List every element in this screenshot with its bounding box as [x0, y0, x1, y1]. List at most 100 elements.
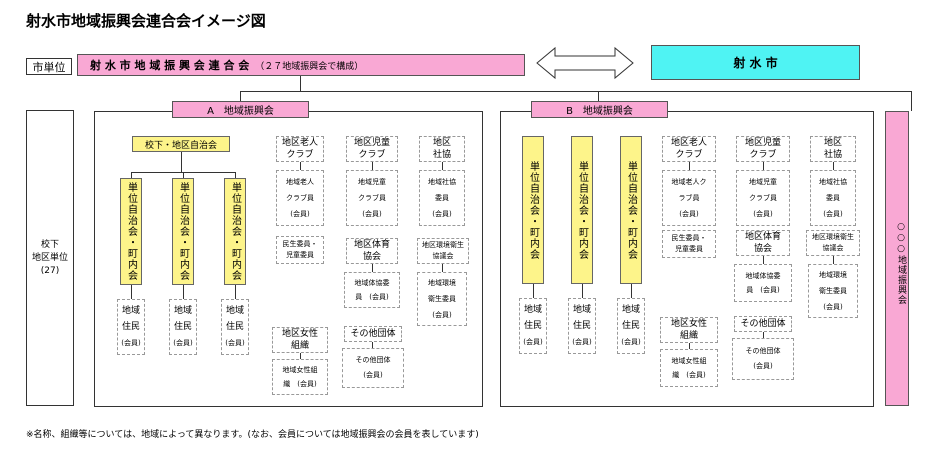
org-member-line: (会員) — [363, 371, 383, 379]
org-head-line: 地区老人 — [670, 138, 707, 148]
org-member-line: 地域女性組 — [671, 357, 707, 365]
org-member-line: クラブ員 — [749, 194, 777, 202]
connector-line — [833, 162, 834, 170]
org-member-line: (会員) — [679, 210, 699, 218]
city-level-label: 市単位 — [26, 58, 72, 75]
org-head-line: 協会 — [753, 244, 772, 254]
org-member-line: 地域体協委 — [354, 279, 390, 287]
org-head-line: クラブ — [675, 150, 703, 160]
org-member-line: 織 (会員) — [283, 380, 317, 388]
other-groups-head-b: その他団体 — [734, 316, 792, 332]
org-member-line: クラブ員 — [358, 194, 386, 202]
connector-line — [372, 162, 373, 170]
connector-line — [833, 256, 834, 264]
connector-line — [372, 264, 373, 272]
residents-line: (会員) — [572, 338, 592, 346]
residents-a1: 地域 住民 (会員) — [117, 299, 145, 355]
panel-b-title: B 地域振興会 — [531, 101, 668, 118]
org-head-line: クラブ — [358, 150, 386, 160]
org-member-line: 地域女性組 — [282, 366, 318, 374]
senior-club-member-b: 地域老人ク ラブ員 (会員) — [662, 170, 716, 226]
connector-line — [131, 285, 132, 299]
children-club-head-a: 地区児童 クラブ — [346, 136, 398, 162]
residents-line: (会員) — [523, 338, 543, 346]
residents-line: 地域 — [173, 306, 192, 316]
org-member-line: 地域社協 — [819, 178, 847, 186]
environment-council-member-b: 地域環境 衛生委員 (会員) — [808, 264, 858, 318]
residents-b2: 地域 住民 (会員) — [568, 298, 596, 354]
environment-council-head-a: 地区環境衛生 協議会 — [417, 238, 469, 264]
other-association-box: ○○○地域振興会 — [885, 111, 909, 406]
sports-assoc-head-a: 地区体育 協会 — [346, 238, 398, 264]
children-club-member-a: 地域児童 クラブ員 (会員) — [346, 170, 398, 226]
residents-line: 住民 — [121, 322, 140, 332]
residents-line: 地域 — [523, 305, 542, 315]
federation-box: 射 水 市 地 域 振 興 会 連 合 会 （２７地域振興会で構成） — [77, 54, 525, 76]
connector-line — [763, 332, 764, 338]
children-club-member-b: 地域児童 クラブ員 (会員) — [736, 170, 790, 226]
social-welfare-head-b: 地区 社協 — [810, 136, 856, 162]
residents-a3: 地域 住民 (会員) — [221, 299, 249, 355]
residents-line: (会員) — [621, 338, 641, 346]
other-groups-head-a: その他団体 — [344, 326, 402, 342]
org-member-line: その他団体 — [355, 356, 391, 364]
connector-line — [240, 91, 912, 92]
page-title: 射水市地域振興会連合会イメージ図 — [26, 12, 266, 30]
double-arrow-icon — [536, 46, 634, 80]
org-member-line: 地域児童 — [749, 178, 777, 186]
connector-line — [183, 285, 184, 299]
org-member-line: 委員 — [826, 194, 840, 202]
other-groups-member-a: その他団体 (会員) — [342, 348, 404, 388]
connector-line — [582, 284, 583, 298]
org-member-line: (会員) — [823, 210, 843, 218]
connector-line — [183, 172, 184, 178]
neighborhood-assoc-b2: 単位自治会・町内会 — [571, 136, 593, 284]
senior-club-head-a: 地区老人 クラブ — [276, 136, 324, 162]
women-org-head-b: 地区女性 組織 — [660, 317, 718, 343]
neighborhood-assoc-b3: 単位自治会・町内会 — [620, 136, 642, 284]
org-head-line: 地区児童 — [353, 138, 390, 148]
org-member-line: (会員) — [432, 210, 452, 218]
residents-b3: 地域 住民 (会員) — [617, 298, 645, 354]
org-line: 民生委員・ — [671, 234, 707, 242]
org-line: 児童委員 — [286, 251, 314, 259]
welfare-commissioner-b: 民生委員・ 児童委員 — [662, 230, 716, 258]
residents-line: (会員) — [225, 339, 245, 347]
org-head-line: 地区 — [432, 138, 451, 148]
footnote: ※名称、組織等については、地域によって異なります。(なお、会員については地域振興… — [26, 430, 479, 440]
residents-line: 地域 — [572, 305, 591, 315]
social-welfare-member-b: 地域社協 委員 (会員) — [810, 170, 856, 226]
connector-line — [300, 162, 301, 170]
residents-line: (会員) — [121, 339, 141, 347]
org-member-line: (会員) — [432, 311, 452, 319]
connector-line — [689, 343, 690, 349]
residents-line: (会員) — [173, 339, 193, 347]
social-welfare-member-a: 地域社協 委員 (会員) — [419, 170, 465, 226]
women-org-member-a: 地域女性組 織 (会員) — [272, 359, 328, 395]
connector-line — [240, 91, 241, 101]
org-member-line: 員 (会員) — [355, 293, 389, 301]
residents-line: 地域 — [621, 305, 640, 315]
federation-note: （２７地域振興会で構成） — [255, 61, 364, 72]
org-member-line: (会員) — [290, 210, 310, 218]
org-head-line: 地区体育 — [744, 232, 781, 242]
org-member-line: 地域社協 — [428, 178, 456, 186]
connector-line — [235, 285, 236, 299]
school-district-council: 校下・地区自治会 — [132, 136, 230, 152]
connector-line — [533, 284, 534, 298]
org-head-line: 協議会 — [432, 252, 454, 260]
district-label-line: 校下 — [40, 239, 59, 250]
org-head-line: 地区 — [823, 138, 842, 148]
senior-club-member-a: 地域老人 クラブ員 (会員) — [276, 170, 324, 226]
org-member-line: 衛生委員 — [819, 287, 847, 295]
org-head-line: 地区女性 — [670, 319, 707, 329]
residents-line: 住民 — [173, 322, 192, 332]
women-org-member-b: 地域女性組 織 (会員) — [660, 349, 718, 387]
connector-line — [442, 162, 443, 170]
org-head-line: 協議会 — [822, 244, 844, 252]
environment-council-head-b: 地区環境衛生 協議会 — [806, 230, 860, 256]
org-head-line: 組織 — [290, 341, 309, 351]
sports-assoc-member-b: 地域体協委 員 (会員) — [734, 264, 792, 302]
org-head-line: 組織 — [679, 331, 698, 341]
neighborhood-assoc-a3: 単位自治会・町内会 — [224, 178, 246, 285]
